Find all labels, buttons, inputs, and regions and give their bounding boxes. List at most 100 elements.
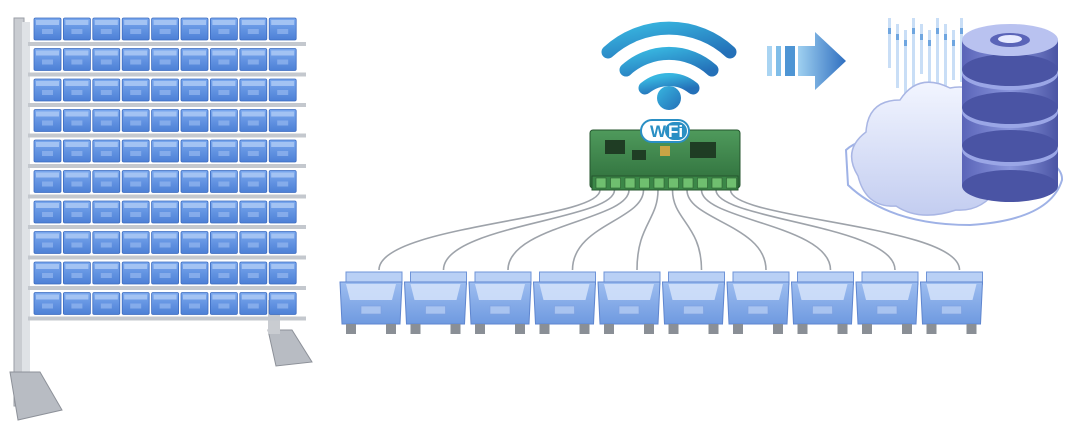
rack-bin — [180, 109, 209, 132]
sensor-cable — [636, 189, 659, 271]
sensor-bin — [339, 271, 403, 334]
terminal-screw — [610, 177, 621, 189]
rack-bin — [239, 78, 268, 102]
controller-board-image: Wi Fi — [589, 119, 741, 191]
cloud-database-icon — [844, 18, 1064, 227]
rack-bin — [63, 17, 91, 41]
rack-bin — [92, 78, 121, 102]
rack-bin — [121, 78, 150, 102]
rack-bin — [121, 200, 150, 224]
rack-bin — [239, 170, 268, 193]
sensor-cable — [442, 189, 616, 271]
terminal-screw — [682, 177, 694, 189]
rack-bin — [268, 109, 297, 132]
rack-bin — [268, 17, 297, 41]
rack-shelf-rail — [28, 133, 306, 138]
terminal-screw — [711, 177, 723, 189]
rack-bin — [268, 78, 297, 102]
rack-bin — [63, 139, 91, 163]
rack-bin — [239, 261, 268, 285]
rack-bin — [239, 139, 268, 163]
rack-bin — [121, 139, 150, 163]
terminal-screw — [668, 177, 679, 189]
rack-bin — [180, 17, 209, 41]
sensor-bin — [661, 271, 726, 334]
rack-bin — [151, 231, 180, 254]
sensor-cable — [715, 189, 896, 271]
rack-bin — [92, 139, 121, 163]
sensor-bin — [597, 271, 661, 334]
rack-bin — [180, 231, 209, 254]
rack-bin — [239, 48, 268, 71]
rack-bin — [33, 170, 62, 193]
rack-bin — [209, 170, 238, 193]
rack-bin — [209, 17, 238, 41]
data-stream-line — [912, 18, 915, 110]
transfer-arrow-icon — [767, 32, 846, 90]
rack-bin — [180, 292, 209, 315]
rack-shelf-rail — [28, 103, 306, 107]
sensor-cable — [571, 189, 645, 271]
rack-bin — [121, 17, 150, 41]
rack-bin — [63, 48, 91, 71]
rack-bin — [121, 292, 150, 315]
data-stream-packet — [920, 34, 923, 40]
rack-bin — [63, 109, 91, 132]
rack-bin — [33, 17, 62, 41]
terminal-block — [595, 177, 737, 189]
rack-bin — [63, 200, 91, 224]
rack-bin — [33, 78, 62, 102]
data-stream-packet — [960, 28, 963, 34]
rack-bin — [268, 48, 297, 71]
sensor-bin — [468, 271, 532, 334]
rack-bin — [151, 139, 180, 163]
storage-rack-image — [9, 17, 313, 421]
rack-bin — [33, 292, 62, 315]
rack-bin — [92, 17, 121, 41]
rack-shelf-rail — [28, 194, 306, 199]
sensor-bin — [726, 271, 790, 334]
rack-bin — [209, 200, 238, 224]
rack-bin — [180, 170, 209, 193]
rack-bin — [209, 231, 238, 254]
rack-bin — [121, 170, 150, 193]
rack-bin — [121, 109, 150, 132]
rack-bin — [92, 109, 121, 132]
rack-bin — [239, 109, 268, 132]
rack-bin — [209, 261, 238, 285]
sensor-cable — [686, 189, 767, 271]
sensor-cable — [507, 189, 630, 271]
sensor-bin — [790, 271, 855, 334]
rack-bin — [63, 170, 91, 193]
rack-shelf-rail — [28, 72, 306, 77]
terminal-screw — [697, 177, 708, 189]
rack-bin — [268, 139, 297, 163]
rack-bin — [33, 231, 62, 254]
rack-bin — [180, 200, 209, 224]
rack-shelf-rail — [28, 225, 306, 229]
rack-bin — [180, 261, 209, 285]
rack-shelf-rail — [28, 255, 306, 260]
rack-bin — [239, 231, 268, 254]
rack-shelf-rail — [28, 286, 306, 290]
data-stream-packet — [896, 34, 899, 40]
data-stream-packet — [928, 40, 931, 46]
rack-bin — [151, 292, 180, 315]
rack-bin — [268, 231, 297, 254]
sensor-bin — [855, 271, 919, 334]
sensor-bin-row — [339, 271, 984, 334]
wifi-badge-left: Wi — [650, 122, 671, 141]
rack-bin — [92, 261, 121, 285]
data-stream-line — [960, 18, 963, 82]
rack-bin — [268, 292, 297, 315]
wifi-badge-right: Fi — [668, 122, 683, 141]
data-stream-packet — [952, 40, 955, 46]
rack-bin — [268, 200, 297, 224]
rack-shelf-rail — [28, 316, 306, 321]
rack-bin — [33, 200, 62, 224]
data-stream-line — [944, 24, 947, 116]
rack-bin — [209, 292, 238, 315]
rack-bin — [63, 78, 91, 102]
